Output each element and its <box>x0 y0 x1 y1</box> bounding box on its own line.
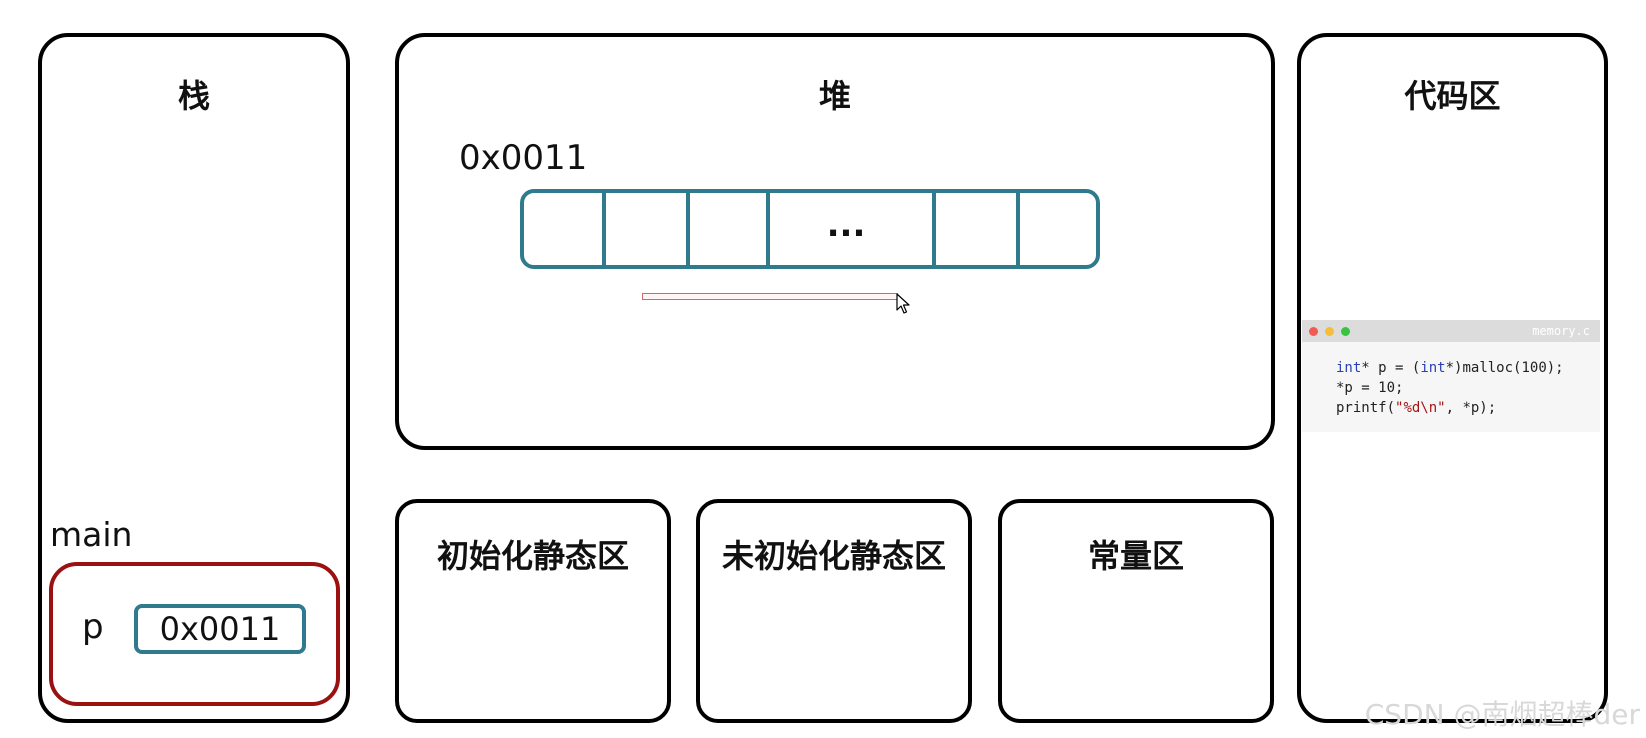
heap-cell-divider <box>932 193 936 265</box>
code-window: memory.c int* p = (int*)malloc(100);*p =… <box>1302 320 1600 432</box>
code-text: , *p); <box>1445 400 1497 416</box>
heap-ellipsis: ... <box>826 205 866 245</box>
minimize-dot-icon <box>1325 327 1334 336</box>
constant-title: 常量区 <box>1087 537 1184 575</box>
mouse-cursor-icon <box>896 293 910 314</box>
code-block: int* p = (int*)malloc(100);*p = 10;print… <box>1336 358 1564 418</box>
code-text: printf( <box>1336 400 1396 416</box>
heap-cell-divider <box>686 193 690 265</box>
watermark: CSDN @南烟超棒der <box>1364 698 1640 731</box>
heap-block-address: 0x0011 <box>459 138 588 178</box>
highlight-bar <box>642 293 898 300</box>
maximize-dot-icon <box>1341 327 1350 336</box>
pointer-variable-value: 0x0011 <box>134 604 306 654</box>
uninitialized-static-title: 未初始化静态区 <box>721 537 946 575</box>
code-string: "%d\n" <box>1395 400 1446 416</box>
code-filename: memory.c <box>1532 324 1590 338</box>
code-text: * p = ( <box>1361 360 1421 376</box>
heap-cell-divider <box>766 193 770 265</box>
code-window-titlebar: memory.c <box>1302 320 1600 342</box>
initialized-static-title: 初始化静态区 <box>436 537 629 575</box>
code-line-1: int* p = (int*)malloc(100); <box>1336 358 1564 378</box>
code-text: *)malloc(100); <box>1445 360 1564 376</box>
main-frame-label: main <box>50 515 133 554</box>
heap-cell-divider <box>1016 193 1020 265</box>
code-keyword: int <box>1420 360 1446 376</box>
uninitialized-static-region: 未初始化静态区 <box>696 499 972 723</box>
close-dot-icon <box>1309 327 1318 336</box>
code-keyword: int <box>1336 360 1362 376</box>
constant-region: 常量区 <box>998 499 1274 723</box>
code-line-2: *p = 10; <box>1336 380 1404 396</box>
stack-title: 栈 <box>177 77 210 115</box>
code-line-3: printf("%d\n", *p); <box>1336 398 1564 418</box>
heap-title: 堆 <box>818 77 851 115</box>
heap-memory-block <box>520 189 1100 269</box>
heap-cell-divider <box>602 193 606 265</box>
code-title: 代码区 <box>1404 77 1501 115</box>
initialized-static-region: 初始化静态区 <box>395 499 671 723</box>
pointer-variable-label: p <box>82 607 104 647</box>
